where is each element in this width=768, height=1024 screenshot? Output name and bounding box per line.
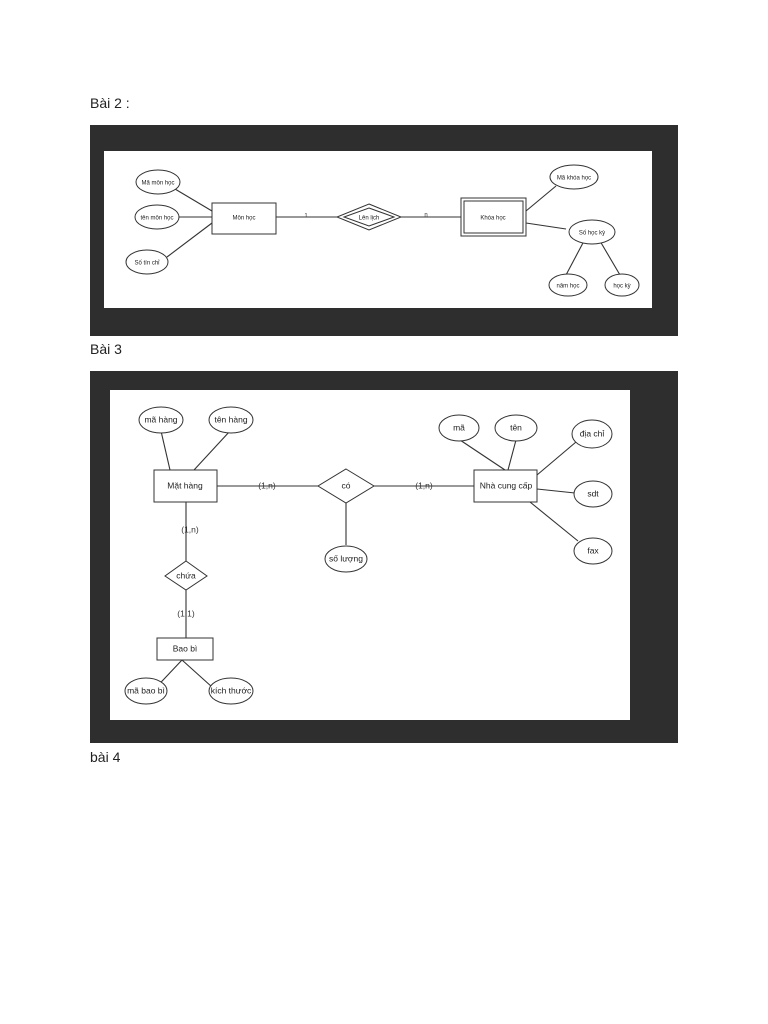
cardinality-chua-baobi: (1,1): [177, 608, 195, 618]
attribute-sdt: [573, 480, 613, 508]
relationship-co-label: có: [342, 480, 351, 490]
er-diagram-1: Môn học Khóa học Lên lịch 1 n Mã môn học…: [125, 164, 640, 297]
line-ten: [507, 439, 517, 471]
attribute-ma-bao-bi: [124, 677, 168, 705]
attribute-fax: [573, 537, 613, 565]
attribute-ten-mon-hoc-label: tên môn học: [140, 216, 173, 222]
attribute-so-luong-label: số lượng: [329, 553, 363, 563]
attribute-ma-khoa-hoc: [549, 164, 599, 190]
cardinality-left: 1: [304, 214, 308, 220]
line-ma-mon-hoc: [174, 188, 213, 212]
attribute-ten-label: tên: [510, 422, 522, 432]
attribute-ma-khoa-hoc-label: Mã khóa học: [557, 176, 591, 182]
line-ma-hang: [160, 430, 171, 471]
attribute-ten-hang: [208, 406, 254, 434]
line-ma: [459, 439, 506, 471]
er-diagram-screenshot-2: Mặt hàng Nhà cung cấp Bao bì có chứa (1,…: [90, 371, 678, 743]
relationship-len-lich-inner: [342, 207, 396, 227]
attribute-ma-label: mã: [453, 422, 465, 432]
attribute-ma-mon-hoc-label: Mã môn học: [141, 181, 174, 187]
line-hoc-ky: [599, 240, 621, 276]
entity-mat-hang-label: Mặt hàng: [167, 480, 203, 490]
attribute-so-luong: [324, 545, 368, 573]
line-so-tin-chi: [166, 222, 213, 258]
line-ma-khoa-hoc: [525, 185, 557, 212]
relationship-co: [317, 468, 375, 504]
er-diagram-screenshot-1: Môn học Khóa học Lên lịch 1 n Mã môn học…: [90, 125, 678, 336]
cardinality-mathang-chua: (1,n): [181, 524, 199, 534]
attribute-hoc-ky: [604, 273, 640, 297]
attribute-ma-bao-bi-label: mã bao bì: [127, 685, 165, 695]
entity-nha-cung-cap: [473, 469, 538, 503]
diagram-canvas-2: Mặt hàng Nhà cung cấp Bao bì có chứa (1,…: [110, 390, 630, 720]
cardinality-co-nhacungcap: (1,n): [415, 480, 433, 490]
attribute-kich-thuoc-label: kích thước: [211, 685, 252, 695]
line-so-hoc-ky: [525, 222, 567, 230]
attribute-dia-chi: [571, 419, 613, 449]
line-nam-hoc: [565, 240, 585, 276]
attribute-fax-label: fax: [587, 545, 599, 555]
attribute-ma-mon-hoc: [135, 169, 181, 195]
relationship-chua: [164, 560, 208, 591]
attribute-so-tin-chi-label: Số tín chỉ: [134, 260, 160, 267]
heading-bai-2: Bài 2 :: [90, 95, 130, 111]
attribute-kich-thuoc: [208, 677, 254, 705]
entity-mat-hang: [153, 469, 218, 503]
attribute-ten-mon-hoc: [134, 204, 180, 230]
entity-bao-bi-label: Bao bì: [173, 643, 198, 653]
attribute-hoc-ky-label: học kỳ: [613, 284, 630, 290]
er-diagram-2: Mặt hàng Nhà cung cấp Bao bì có chứa (1,…: [124, 406, 613, 705]
diagram-canvas-1: Môn học Khóa học Lên lịch 1 n Mã môn học…: [104, 151, 652, 308]
entity-mon-hoc: [211, 202, 277, 235]
attribute-ten: [494, 414, 538, 442]
attribute-ma-hang: [138, 406, 184, 434]
attribute-dia-chi-label: địa chỉ: [580, 428, 605, 438]
relationship-len-lich-label: Lên lịch: [359, 216, 380, 222]
entity-khoa-hoc-inner: [463, 200, 524, 234]
entity-bao-bi: [156, 637, 214, 661]
line-fax: [529, 501, 579, 542]
entity-nha-cung-cap-label: Nhà cung cấp: [480, 480, 533, 490]
relationship-chua-label: chứa: [176, 570, 196, 580]
cardinality-mathang-co: (1,n): [258, 480, 276, 490]
attribute-so-hoc-ky: [568, 219, 616, 245]
attribute-ma-hang-label: mã hàng: [144, 414, 177, 424]
line-sdt: [536, 488, 576, 494]
attribute-sdt-label: sdt: [587, 488, 599, 498]
cardinality-right: n: [424, 213, 427, 219]
entity-khoa-hoc-label: Khóa học: [480, 216, 505, 222]
heading-bai-4: bài 4: [90, 749, 121, 765]
attribute-nam-hoc-label: năm học: [556, 284, 579, 290]
heading-bai-3: Bài 3: [90, 341, 122, 357]
attribute-so-tin-chi: [125, 249, 169, 275]
line-ten-hang: [193, 430, 231, 471]
attribute-nam-hoc: [548, 273, 588, 297]
attribute-so-hoc-ky-label: Số học kỳ: [579, 231, 605, 237]
attribute-ma: [438, 414, 480, 442]
attribute-ten-hang-label: tên hàng: [214, 414, 247, 424]
line-dia-chi: [536, 441, 577, 476]
entity-mon-hoc-label: Môn học: [232, 216, 255, 222]
